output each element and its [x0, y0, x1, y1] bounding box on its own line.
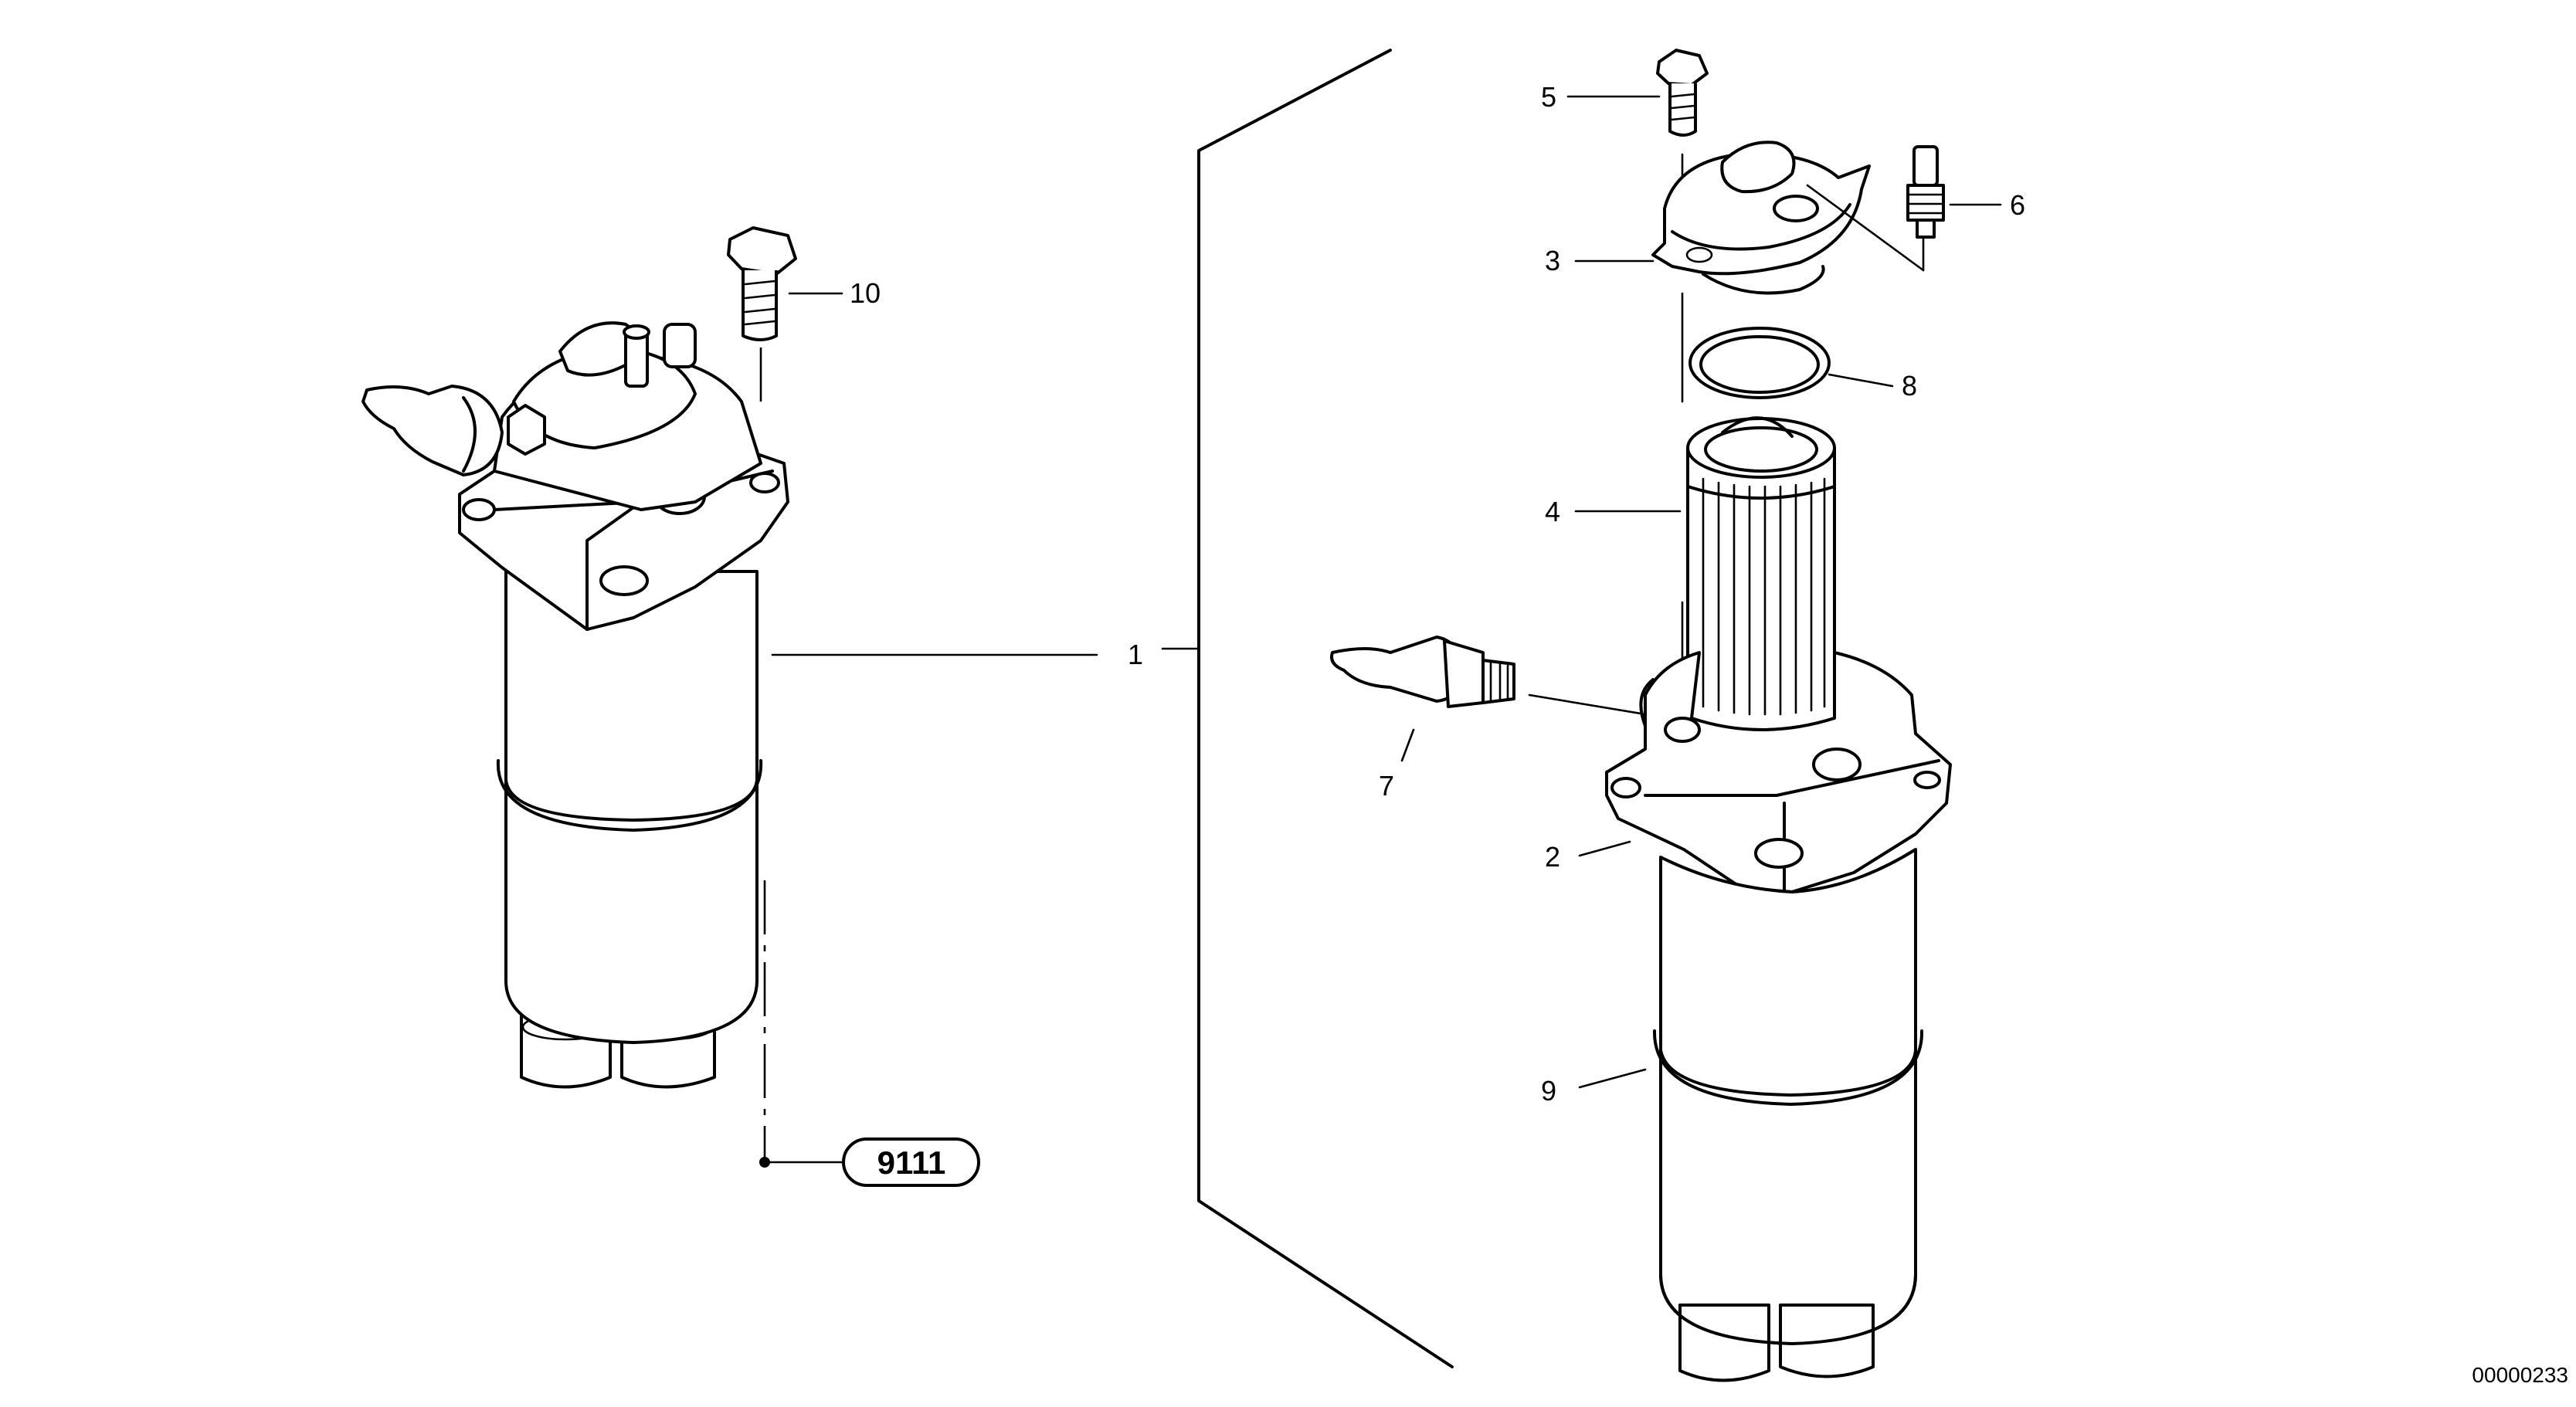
- filter-element-4: [1686, 416, 1836, 731]
- assembled-filter: [361, 226, 843, 1168]
- callout-7: 7: [1379, 770, 1394, 802]
- sender-7: [1330, 636, 1515, 708]
- bowl-9: [1652, 848, 1924, 1382]
- svg-text:9111: 9111: [877, 1144, 946, 1181]
- drawing-code: 00000233: [2472, 1363, 2568, 1387]
- o-ring-8: [1688, 327, 1831, 399]
- assembled-side-connector: [361, 385, 504, 476]
- cover-3: [1651, 141, 1871, 295]
- callout-10: 10: [850, 277, 881, 309]
- filter-head-2: [1605, 651, 1952, 893]
- exploded-filter: 5 3 6 8: [1330, 49, 2025, 1382]
- callout-9: 9: [1541, 1075, 1556, 1107]
- callout-5: 5: [1541, 81, 1556, 113]
- reference-box: 9111: [842, 1137, 980, 1187]
- callout-8: 8: [1902, 370, 1917, 402]
- callout-3: 3: [1545, 245, 1560, 276]
- bolt-5: [1656, 49, 1709, 137]
- callout-4: 4: [1545, 496, 1560, 527]
- bolt-10: [727, 226, 797, 402]
- callout-6: 6: [2010, 189, 2025, 221]
- group-bracket: [1197, 49, 1454, 1368]
- sensor-6: [1906, 145, 1945, 272]
- callout-2: 2: [1545, 841, 1560, 873]
- assembled-bowl: [504, 570, 759, 1044]
- callout-1: 1: [1128, 639, 1143, 670]
